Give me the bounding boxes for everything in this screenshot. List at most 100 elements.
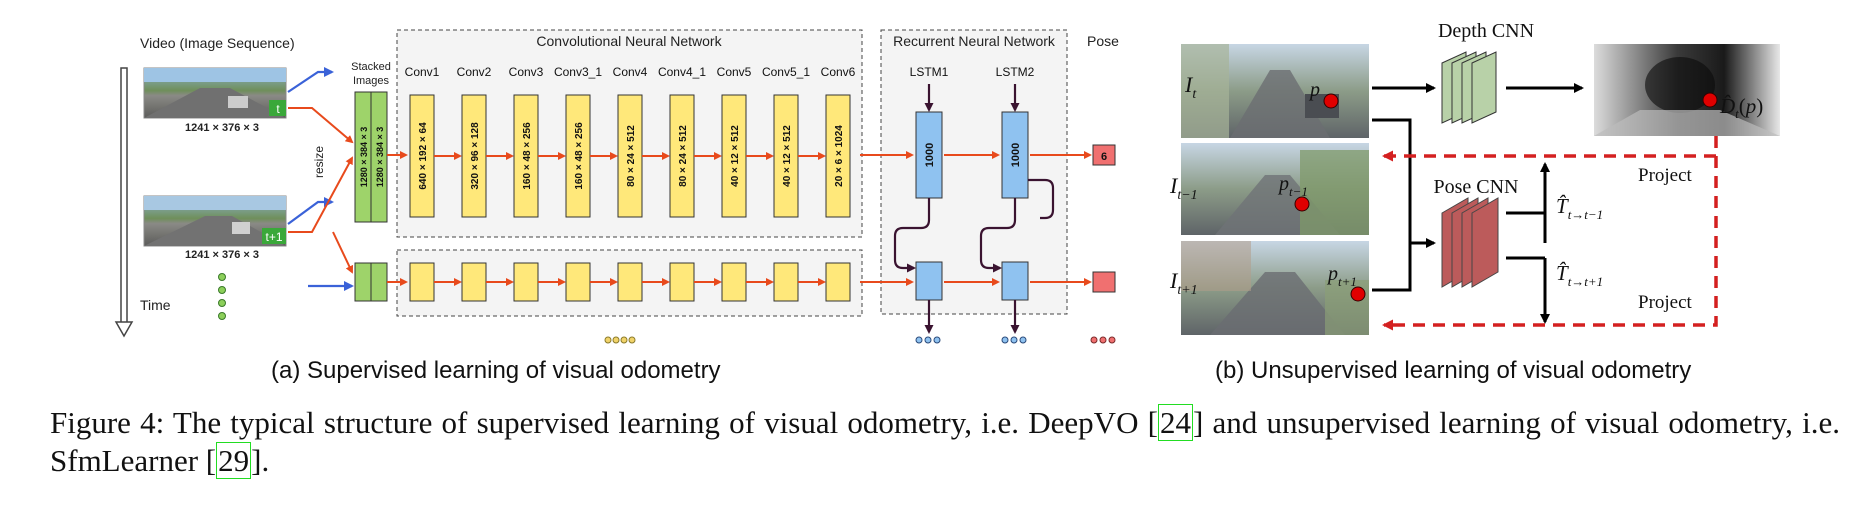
stacked-images-block [354,91,388,223]
pose-output-arrows [1506,162,1550,324]
frame-t1-image [143,195,287,247]
panel-a: Video (Image Sequence) Time t 1241 × 376… [114,29,1119,344]
frame-image-t [1181,44,1369,138]
lstm1-label: LSTM1 [910,65,949,79]
lstm-connections [893,84,1055,334]
conv-layer-label: Conv3 [509,65,544,79]
lstm1-units: 1000 [924,143,936,167]
conv-layer-dims: 80 × 24 × 512 [678,125,689,187]
pose-output-t-minus-1: T̂t→t−1 [1556,194,1603,222]
frame-to-stack-arrows [288,107,354,274]
lstm-lower-blocks [915,261,1029,301]
conv-layer-block-lower [773,262,799,302]
frame-t1-tag: t+1 [265,230,282,244]
time-axis [114,67,134,338]
frame-image-t-minus-1 [1181,143,1369,235]
conv-layer-block [721,94,747,218]
sequence-dots [218,273,226,320]
conv-layer-block-lower [409,262,435,302]
pose-title: Pose [1087,33,1119,49]
caption-text-1: Figure 4: The typical structure of super… [50,405,1148,440]
conv-layer-dims: 80 × 24 × 512 [626,125,637,187]
frame-image-t-plus-1 [1181,241,1369,335]
conv-layer-label: Conv2 [457,65,492,79]
depth-cnn-block [1441,51,1497,124]
lstm2-units: 1000 [1010,143,1022,167]
frame-t-tag: t [276,102,280,116]
frames-to-pose-arrows [1372,118,1436,292]
citation-link-29[interactable]: 29 [216,442,252,479]
conv-layer-dims: 640 × 192 × 64 [418,122,429,190]
conv-layer-block-lower [513,262,539,302]
conv-layer-dims: 160 × 48 × 256 [522,122,533,190]
project-label-bottom: Project [1638,292,1693,313]
pose-cnn-label: Pose CNN [1433,176,1518,198]
point-p-t-plus-1 [1350,286,1366,302]
video-label: Video (Image Sequence) [140,35,295,51]
stacked-dims-2: 1280 × 384 × 3 [375,127,385,188]
point-label-t: p [1308,79,1320,101]
figure-caption: Figure 4: The typical structure of super… [50,404,1840,479]
conv-layer-block-lower [461,262,487,302]
depth-map-image [1594,44,1780,136]
caption-text-2: and unsupervised learning of visual odom… [50,405,1840,478]
conv-layer-block [461,94,487,218]
conv-layer-label: Conv4 [613,65,648,79]
conv-layer-block [669,94,695,218]
stacked-label: Stacked [351,61,391,73]
conv-layer-block [565,94,591,218]
conv-layer-dims: 160 × 48 × 256 [574,122,585,190]
depth-cnn-label: Depth CNN [1438,20,1534,42]
stacked-images-block-lower [354,262,388,302]
subcaption-b: (b) Unsupervised learning of visual odom… [1215,357,1692,384]
conv-layer-label: Conv3_1 [554,65,602,79]
figure-canvas: Video (Image Sequence) Time t 1241 × 376… [114,20,1780,344]
rnn-title: Recurrent Neural Network [893,33,1056,49]
panel-b: It It−1 It+1 p pt−1 pt+1 Depth CNN D̂t(p… [1169,20,1780,335]
citation-link-24[interactable]: 24 [1158,404,1193,441]
subcaption-a: (a) Supervised learning of visual odomet… [271,357,721,384]
pose-output-block-lower [1092,271,1116,293]
main-flow-arrows [387,151,1092,286]
stacked-dims-1: 1280 × 384 × 3 [359,127,369,188]
resize-label: resize [312,146,326,178]
conv-layer-block [773,94,799,218]
rnn-box [880,29,1068,315]
depth-point [1702,92,1718,108]
conv-layer-dims: 320 × 96 × 128 [470,122,481,190]
conv-layer-dims: 40 × 12 × 512 [782,125,793,187]
project-label-top: Project [1638,165,1693,186]
point-p-t [1323,93,1339,109]
caption-text-3: . [261,443,270,478]
conv-layer-dims: 20 × 6 × 1024 [834,125,845,187]
lstm1-block [915,111,943,199]
time-label: Time [140,297,171,313]
conv-layer-block-lower [617,262,643,302]
conv-layer-block [513,94,539,218]
conv-layer-block-lower [721,262,747,302]
pose-output-t-plus-1: T̂t→t+1 [1556,261,1603,289]
conv-layer-block-lower [565,262,591,302]
conv-layer-block [825,94,851,218]
pose-value: 6 [1101,151,1107,163]
frame-t-image [143,67,287,119]
frame-t1-dims: 1241 × 376 × 3 [185,249,259,261]
conv-layer-label: Conv5 [717,65,752,79]
conv-layer-label: Conv4_1 [658,65,706,79]
point-p-t-minus-1 [1294,196,1310,212]
conv-layer-block-lower [825,262,851,302]
conv-layer-dims: 40 × 12 × 512 [730,125,741,187]
depth-output-label: D̂t(p) [1719,94,1763,121]
pose-cnn-block [1441,197,1499,288]
cnn-title: Convolutional Neural Network [536,33,722,49]
conv-layer-block [409,94,435,218]
lstm2-block [1001,111,1029,199]
ellipsis-dots [604,336,1116,344]
frame-t-dims: 1241 × 376 × 3 [185,122,259,134]
conv-layer-label: Conv6 [821,65,856,79]
stacked-label-2: Images [353,75,390,87]
lstm2-label: LSTM2 [996,65,1035,79]
project-dashed-lines [1382,136,1718,331]
conv-layer-block [617,94,643,218]
